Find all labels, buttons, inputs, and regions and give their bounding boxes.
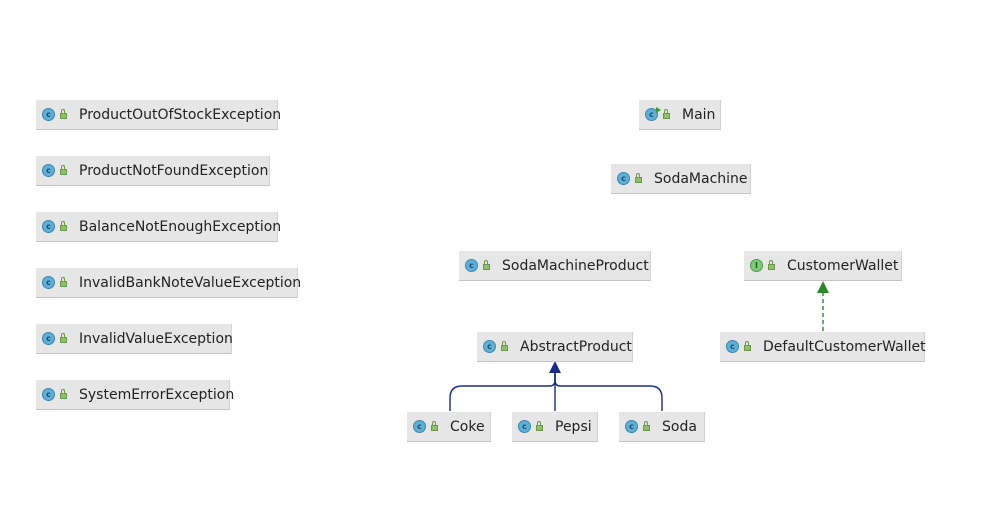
class-node-pepsi[interactable]: c Pepsi	[512, 412, 598, 442]
class-node-main[interactable]: c Main	[639, 100, 721, 130]
lock-icon	[60, 109, 67, 119]
class-icon: c	[42, 220, 55, 233]
lock-icon	[536, 421, 543, 431]
class-node-soda[interactable]: c Soda	[619, 412, 705, 442]
interface-name: CustomerWallet	[787, 257, 899, 274]
class-name: ProductNotFoundException	[79, 162, 269, 179]
class-icon: c	[413, 420, 426, 433]
class-node-product-out-of-stock-exception[interactable]: c ProductOutOfStockException	[36, 100, 282, 130]
implements-arrowhead	[817, 281, 829, 293]
class-icon: c	[518, 420, 531, 433]
lock-icon	[768, 260, 775, 270]
class-icon: c	[465, 259, 478, 272]
lock-icon	[635, 173, 642, 183]
class-node-invalid-value-exception[interactable]: c InvalidValueException	[36, 324, 233, 354]
class-name: InvalidValueException	[79, 330, 233, 347]
lock-icon	[663, 109, 670, 119]
main-class-icon: c	[645, 107, 661, 121]
class-icon: c	[483, 340, 496, 353]
class-name: ProductOutOfStockException	[79, 106, 282, 123]
interface-icon: I	[750, 259, 763, 272]
edge-soda-extends-abstract-product	[554, 372, 663, 411]
class-name: SodaMachine	[654, 170, 748, 187]
class-icon: c	[42, 108, 55, 121]
class-node-invalid-bank-note-value-exception[interactable]: c InvalidBankNoteValueException	[36, 268, 302, 298]
lock-icon	[643, 421, 650, 431]
extends-arrowhead	[549, 361, 561, 373]
lock-icon	[744, 341, 751, 351]
class-node-soda-machine-product[interactable]: c SodaMachineProduct	[459, 251, 651, 281]
class-name: SystemErrorException	[79, 386, 235, 403]
class-name: Coke	[450, 418, 485, 435]
interface-node-customer-wallet[interactable]: I CustomerWallet	[744, 251, 902, 281]
lock-icon	[501, 341, 508, 351]
class-node-soda-machine[interactable]: c SodaMachine	[611, 164, 751, 194]
class-icon: c	[42, 276, 55, 289]
class-icon: c	[42, 388, 55, 401]
lock-icon	[60, 277, 67, 287]
class-node-system-error-exception[interactable]: c SystemErrorException	[36, 380, 234, 410]
class-name: InvalidBankNoteValueException	[79, 274, 302, 291]
class-name: BalanceNotEnoughException	[79, 218, 282, 235]
class-name: SodaMachineProduct	[502, 257, 649, 274]
lock-icon	[60, 389, 67, 399]
lock-icon	[60, 165, 67, 175]
class-node-coke[interactable]: c Coke	[407, 412, 491, 442]
class-node-balance-not-enough-exception[interactable]: c BalanceNotEnoughException	[36, 212, 282, 242]
class-node-default-customer-wallet[interactable]: c DefaultCustomerWallet	[720, 332, 926, 362]
class-node-abstract-product[interactable]: c AbstractProduct	[477, 332, 633, 362]
edge-coke-extends-abstract-product	[449, 372, 556, 411]
class-name: DefaultCustomerWallet	[763, 338, 926, 355]
class-icon: c	[42, 332, 55, 345]
class-name: AbstractProduct	[520, 338, 632, 355]
lock-icon	[483, 260, 490, 270]
class-icon: c	[42, 164, 55, 177]
extends-edges	[449, 372, 663, 411]
class-node-product-not-found-exception[interactable]: c ProductNotFoundException	[36, 156, 270, 186]
class-name: Soda	[662, 418, 697, 435]
class-icon: c	[617, 172, 630, 185]
class-name: Pepsi	[555, 418, 592, 435]
lock-icon	[60, 221, 67, 231]
class-icon: c	[625, 420, 638, 433]
class-name: Main	[682, 106, 716, 123]
lock-icon	[60, 333, 67, 343]
class-icon: c	[726, 340, 739, 353]
lock-icon	[431, 421, 438, 431]
